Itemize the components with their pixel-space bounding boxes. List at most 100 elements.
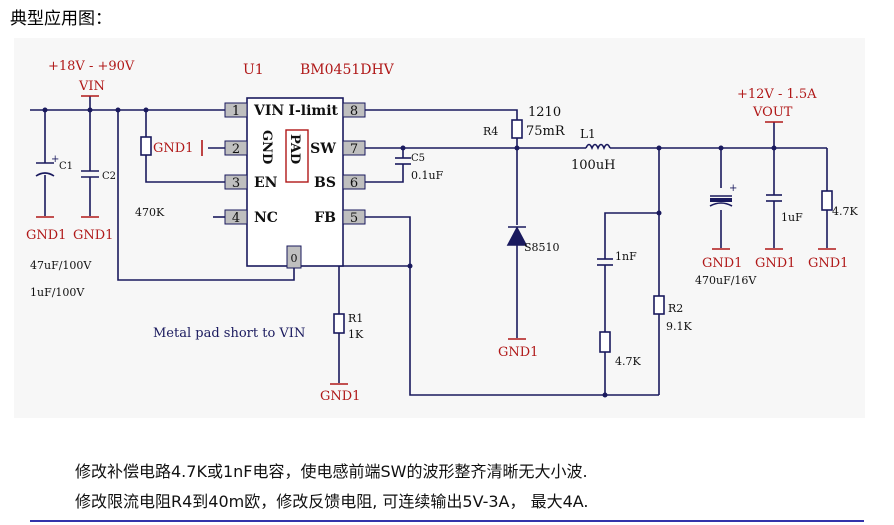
ic-pin-8 (342, 102, 366, 118)
ic-u1: 1 2 3 4 8 7 6 5 0 VIN EN NC I-limit SW B… (224, 62, 395, 269)
pad-note: Metal pad short to VIN (153, 326, 305, 341)
note-line-2: 修改限流电阻R4到40m欧，修改反馈电阻, 可连续输出5V-3A， 最大4A. (75, 492, 589, 511)
polarity-marks: + + (51, 154, 737, 194)
l1-ref: L1 (580, 127, 596, 141)
junction-dot (602, 392, 608, 398)
diode-s8510 (506, 226, 528, 246)
capacitor-c5 (395, 157, 411, 165)
capacitor-c1 (35, 162, 55, 177)
r4-package: 1210 (528, 105, 561, 120)
junction-dot (514, 145, 520, 151)
junction-dot (87, 107, 93, 113)
en-res-value: 470K (135, 206, 165, 219)
component-labels: +18V - +90V VIN C1 C2 GND1 GND1 GND1 47u… (26, 59, 858, 404)
ic-pad-pin-number: 0 (291, 252, 298, 265)
polarity-plus-icon: + (51, 154, 59, 165)
wire-ilimit-r4 (365, 109, 518, 120)
capacitor-out-1uf (766, 194, 782, 202)
c1-ref: C1 (59, 161, 73, 172)
ic-pin-sw-label: SW (310, 141, 336, 157)
gnd-label-out3: GND1 (808, 256, 848, 271)
bottom-divider (30, 520, 864, 522)
out-cap2-value: 1uF (781, 211, 803, 224)
ic-pin-2-number: 2 (232, 142, 240, 157)
c2-ref: C2 (102, 171, 116, 182)
comp-res-value: 4.7K (615, 355, 641, 368)
gnd-label-out1: GND1 (702, 256, 742, 271)
r4-ref: R4 (483, 125, 498, 138)
r1-ref: R1 (348, 312, 363, 325)
ic-gnd-label: GND (259, 130, 274, 164)
junction-dot (42, 107, 48, 113)
gnd-label-c1: GND1 (26, 228, 66, 243)
resistor-r1 (333, 313, 345, 334)
junction-dot (407, 263, 413, 269)
diode-ref: S8510 (524, 241, 560, 254)
capacitor-comp-1nf (597, 258, 613, 266)
ic-pin-7 (342, 140, 366, 156)
vout-net-label: VOUT (752, 105, 793, 120)
junction-dot (656, 210, 662, 216)
wires (30, 96, 828, 396)
resistor-r4 (511, 119, 523, 139)
c5-value: 0.1uF (411, 169, 444, 182)
gnd-label-out2: GND1 (755, 256, 795, 271)
wire-c5 (365, 148, 404, 183)
ic-pin-1 (224, 102, 248, 118)
c1-value: 47uF/100V (30, 259, 92, 272)
note-line-1: 修改补偿电路4.7K或1nF电容，使电感前端SW的波形整齐清晰无大小波. (75, 462, 588, 481)
ic-pin-6-number: 6 (350, 176, 358, 191)
wire-fb-down (365, 216, 659, 396)
junction-dot (115, 107, 121, 113)
comp-cap-value: 1nF (615, 250, 637, 263)
page-heading: 典型应用图： (10, 9, 112, 29)
r1-value: 1K (348, 328, 364, 341)
ic-pin-4 (224, 209, 248, 225)
vin-net-label: VIN (78, 79, 105, 94)
junctions (42, 107, 777, 398)
c5-ref: C5 (411, 153, 425, 164)
ic-pin-fb-label: FB (314, 210, 336, 226)
components (35, 119, 833, 353)
gnd-label-r1: GND1 (320, 389, 360, 404)
wire-en-res (145, 110, 225, 183)
ic-ref-label: U1 (243, 62, 264, 78)
c2-value: 1uF/100V (30, 286, 85, 299)
r2-ref: R2 (668, 302, 683, 315)
output-range-label: +12V - 1.5A (737, 87, 817, 102)
junction-dot (143, 107, 149, 113)
ic-pin-vin-label: VIN (253, 103, 284, 119)
gnd-label-diode: GND1 (498, 345, 538, 360)
polarity-plus-icon: + (729, 183, 737, 194)
ic-pin-3 (224, 174, 248, 190)
resistor-out-4k7 (821, 190, 833, 211)
schematic-panel: 1 2 3 4 8 7 6 5 0 VIN EN NC I-limit SW B… (14, 38, 865, 418)
circuit-schematic: 1 2 3 4 8 7 6 5 0 VIN EN NC I-limit SW B… (26, 59, 858, 404)
junction-dot (656, 145, 662, 151)
junction-dot (400, 145, 406, 151)
out-res-value: 4.7K (832, 205, 858, 218)
ic-pin-8-number: 8 (350, 104, 358, 119)
ic-pad-box (285, 129, 309, 183)
junction-dot (771, 145, 777, 151)
ic-pad-pin (286, 245, 302, 269)
ic-pin-5 (342, 209, 366, 225)
ic-pin-2 (224, 140, 248, 156)
wire-comp (604, 212, 659, 395)
l1-value: 100uH (571, 158, 616, 173)
junction-dot (718, 145, 724, 151)
ground-symbols (36, 95, 836, 385)
r2-value: 9.1K (666, 320, 692, 333)
ic-part-label: BM0451DHV (300, 62, 395, 78)
r4-value: 75mR (526, 124, 566, 139)
input-range-label: +18V - +90V (48, 59, 135, 74)
ic-pad-label: PAD (287, 134, 302, 164)
ic-pin-4-number: 4 (232, 211, 240, 226)
inductor-l1 (585, 143, 611, 151)
ic-pin-6 (342, 174, 366, 190)
ic-pin-en-label: EN (254, 175, 278, 191)
wire-pad-to-vin (117, 110, 295, 281)
capacitor-c2 (81, 170, 99, 178)
ic-pin-3-number: 3 (232, 176, 240, 191)
ic-pin-ilimit-label: I-limit (288, 103, 338, 119)
